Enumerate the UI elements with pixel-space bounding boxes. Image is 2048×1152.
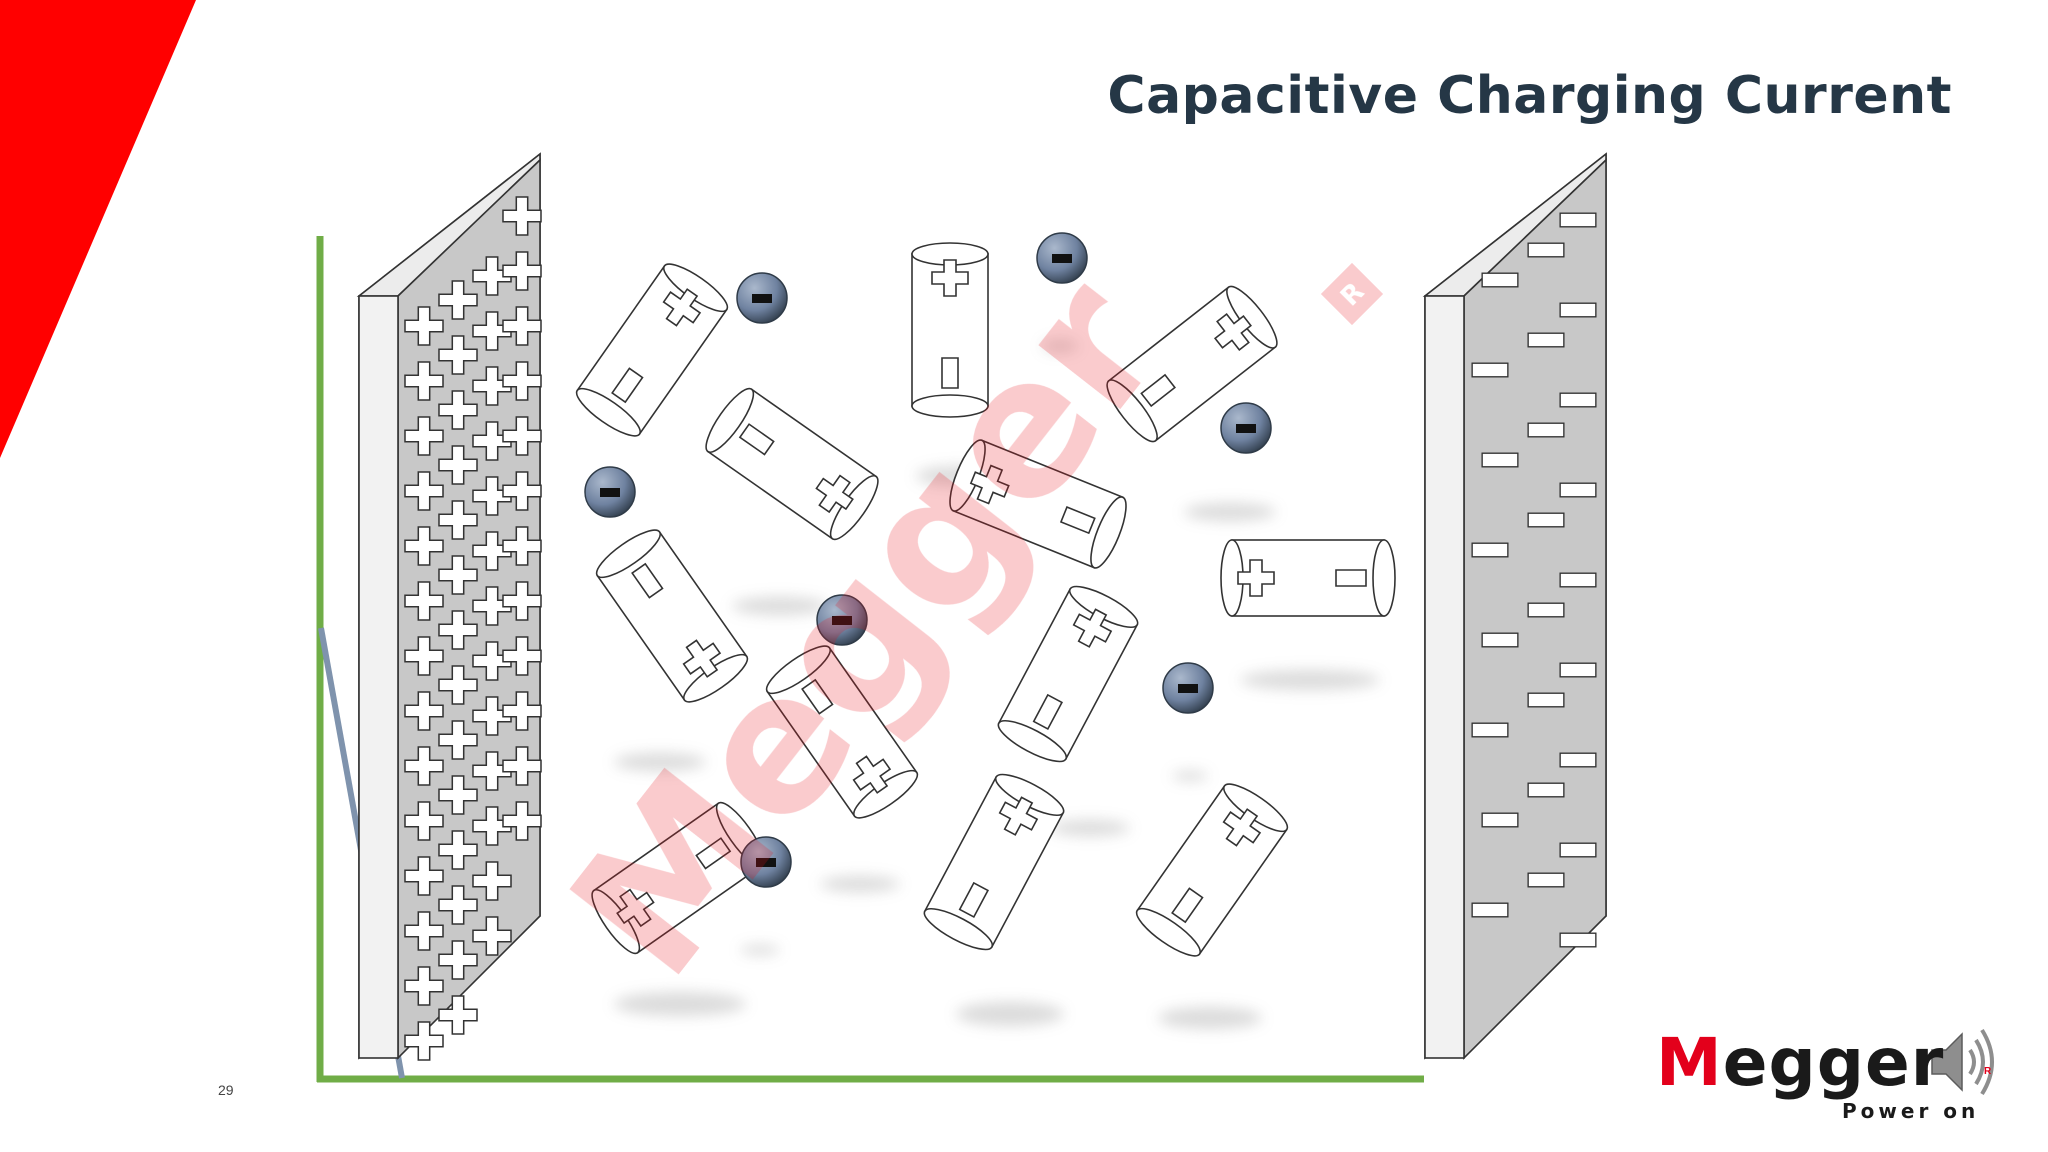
plate-minus-sign [1527,332,1565,348]
plate-minus-sign [1527,242,1565,258]
logo-tagline: Power on [1842,1099,1980,1123]
plate-minus-sign [1481,272,1519,288]
logo-word-rest: egger [1722,1024,1945,1101]
electron [1162,662,1214,714]
logo-registered-mark: R [1984,1066,1992,1077]
speaker-icon[interactable] [1931,1028,1994,1096]
negative-plate [1422,152,1607,1060]
positive-plate [356,152,542,1061]
electron [1220,402,1272,454]
plate-minus-sign [1527,602,1565,618]
plate-minus-sign [1471,542,1509,558]
slide-title: Capacitive Charging Current [1107,66,1952,126]
megger-logo: Megger R Power on [1656,1030,2006,1130]
plate-minus-sign [1559,572,1597,588]
plate-minus-sign [1527,692,1565,708]
plate-minus-sign [1527,512,1565,528]
plate-minus-sign [1471,902,1509,918]
dipole-shadows [614,340,1380,1029]
logo-initial: M [1656,1024,1723,1101]
plate-minus-sign [1471,722,1509,738]
plate-minus-sign [1559,752,1597,768]
electron [1036,232,1088,284]
electron [584,466,636,518]
plate-minus-sign [1481,812,1519,828]
plate-minus-sign [1527,872,1565,888]
plate-minus-sign [1559,842,1597,858]
plate-minus-sign [1559,932,1597,948]
dipole-11 [918,766,1070,958]
dipole-12 [1130,776,1294,964]
plate-minus-sign [1559,212,1597,228]
logo-wordmark: Megger [1656,1030,1944,1096]
electron [736,272,788,324]
electron [816,594,868,646]
dipole-1 [570,256,734,444]
corner-accent [0,0,196,458]
plate-minus-sign [1481,632,1519,648]
electron [740,836,792,888]
plate-minus-sign [1527,422,1565,438]
plate-minus-sign [1559,482,1597,498]
plate-minus-sign [1471,362,1509,378]
plate-minus-sign [1527,782,1565,798]
plate-minus-sign [1481,452,1519,468]
dipole-6 [1220,539,1396,617]
plate-minus-sign [1559,662,1597,678]
slide-number: 29 [218,1082,234,1098]
plate-minus-sign [1559,392,1597,408]
free-electrons [584,232,1272,888]
plate-minus-sign [1559,302,1597,318]
